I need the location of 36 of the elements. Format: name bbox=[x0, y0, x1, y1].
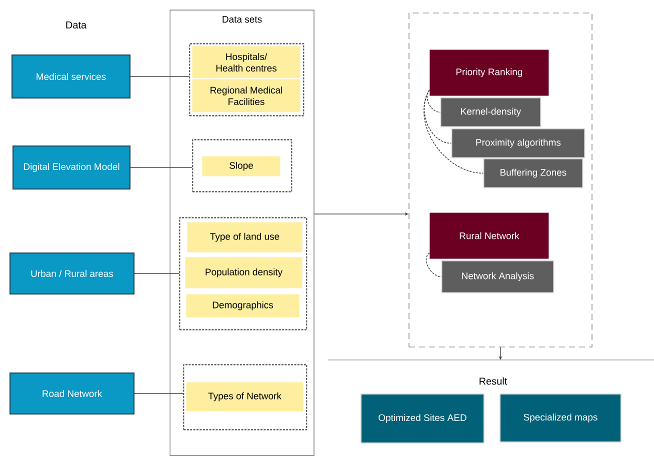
data-source-box: Digital Elevation Model bbox=[12, 146, 130, 190]
node-label: Hospitals/ Health centres bbox=[216, 53, 277, 72]
group-frame bbox=[179, 217, 308, 330]
group-frame bbox=[183, 364, 308, 430]
process-box: Rural Network bbox=[430, 212, 549, 259]
process-box: Priority Ranking bbox=[430, 50, 549, 96]
data-source-box: Road Network bbox=[10, 372, 134, 414]
method-box: Proximity algorithms bbox=[451, 128, 586, 158]
data-source-box: Medical services bbox=[12, 54, 130, 98]
dashed-curve bbox=[426, 252, 442, 278]
data-source-box: Urban / Rural areas bbox=[10, 252, 134, 294]
result-box: Specialized maps bbox=[500, 394, 622, 442]
method-box: Kernel-density bbox=[440, 97, 542, 128]
group-frame bbox=[192, 139, 292, 192]
connector-line bbox=[134, 393, 184, 394]
method-box: Network Analysis bbox=[441, 260, 554, 294]
connector-line bbox=[130, 167, 193, 168]
connector-line bbox=[130, 76, 190, 77]
process-frame bbox=[408, 12, 592, 348]
dashed-curve bbox=[424, 90, 484, 174]
data-item-box: Regional Medical Facilities bbox=[192, 79, 300, 112]
data-item-box: Demographics bbox=[186, 294, 300, 318]
group-frame bbox=[189, 43, 304, 116]
data-item-box: Population density bbox=[185, 257, 302, 288]
data-item-box: Type of land use bbox=[187, 222, 302, 252]
heading-text: Result bbox=[480, 377, 508, 385]
heading-text: Data bbox=[66, 22, 87, 28]
method-box: Buffering Zones bbox=[483, 158, 584, 188]
data-item-box: Slope bbox=[202, 156, 280, 176]
dashed-curve bbox=[424, 90, 452, 144]
result-box: Optimized Sites AED bbox=[360, 394, 484, 444]
dashed-curve bbox=[426, 90, 441, 113]
data-item-box: Types of Network bbox=[186, 382, 304, 412]
data-item-box: Hospitals/ Health centres bbox=[192, 46, 300, 78]
node-label: Regional Medical Facilities bbox=[210, 86, 282, 106]
connector-line bbox=[134, 273, 180, 274]
